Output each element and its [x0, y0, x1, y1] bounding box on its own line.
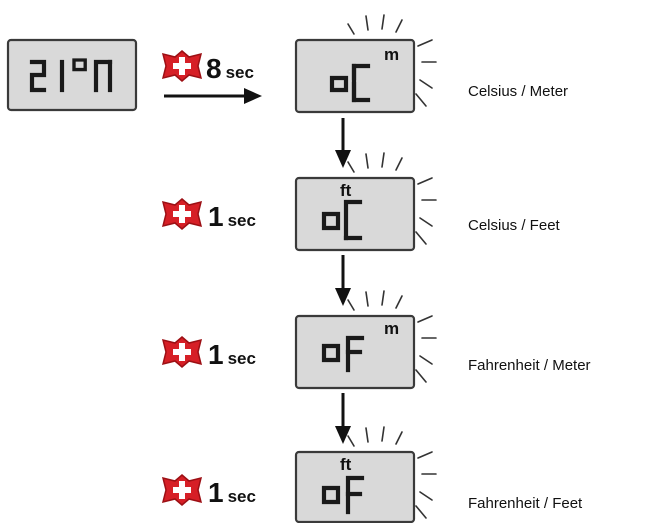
- step-4: 1 sec ft Fahrenheit / Feet: [162, 426, 583, 523]
- arrow-step-3-to-4: [335, 393, 351, 444]
- step-duration-unit: sec: [228, 349, 256, 368]
- step-3: 1 sec m Fahrenheit / Meter: [162, 290, 591, 390]
- step-lcd: [294, 176, 416, 252]
- length-unit-label: ft: [340, 181, 352, 200]
- digit-2: [29, 59, 47, 93]
- length-unit-label: m: [384, 319, 399, 338]
- step-duration-number: 1: [208, 339, 224, 370]
- swiss-cross-badge-icon: [162, 50, 202, 82]
- length-unit-label: ft: [340, 455, 352, 474]
- swiss-cross-badge-icon: [162, 336, 202, 368]
- step-duration-unit: sec: [228, 487, 256, 506]
- step-caption: Fahrenheit / Feet: [468, 495, 583, 512]
- step-caption: Celsius / Meter: [468, 83, 568, 100]
- step-caption: Fahrenheit / Meter: [468, 357, 591, 374]
- arrow-step-2-to-3: [335, 255, 351, 306]
- celsius-letter: [93, 59, 113, 93]
- arrow-to-step-1: [164, 88, 262, 104]
- step-2: 1 sec ft Celsius / Feet: [162, 152, 561, 252]
- step-1: 8 sec m Celsius / Meter: [162, 14, 568, 114]
- length-unit-label: m: [384, 45, 399, 64]
- swiss-cross-badge-icon: [162, 474, 202, 506]
- step-lcd: [294, 450, 416, 523]
- step-duration-unit: sec: [228, 211, 256, 230]
- step-duration-number: 1: [208, 201, 224, 232]
- step-caption: Celsius / Feet: [468, 217, 561, 234]
- arrow-step-1-to-2: [335, 118, 351, 168]
- step-duration-number: 8: [206, 53, 222, 84]
- step-duration-unit: sec: [226, 63, 254, 82]
- step-duration-number: 1: [208, 477, 224, 508]
- swiss-cross-badge-icon: [162, 198, 202, 230]
- initial-lcd: [6, 38, 138, 112]
